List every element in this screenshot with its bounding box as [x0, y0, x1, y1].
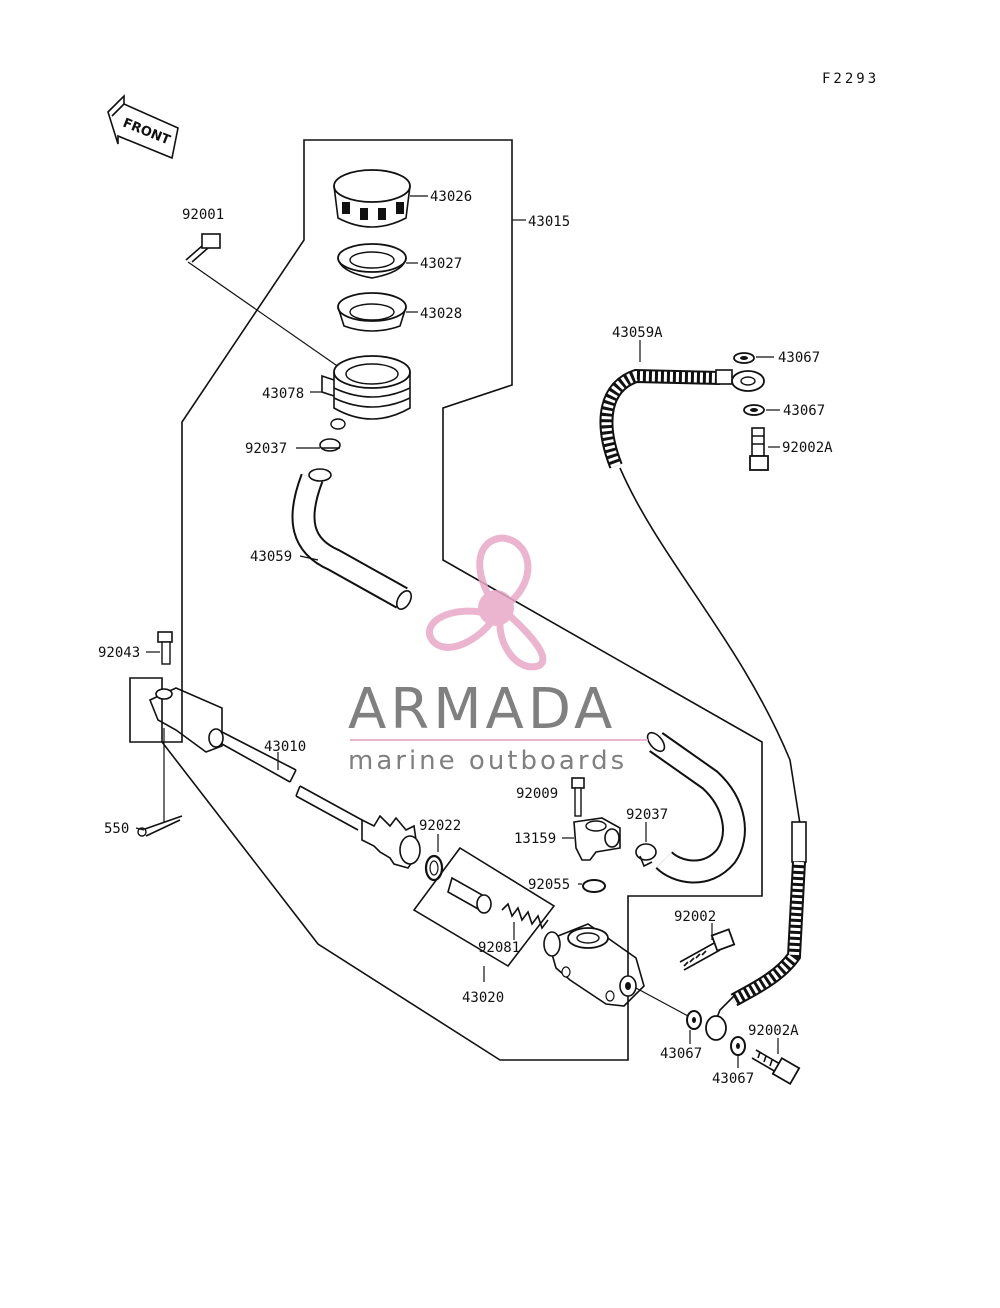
push-rod-clevis: [148, 687, 363, 831]
diaphragm: [337, 243, 407, 279]
piston: [447, 876, 492, 914]
washer-top-b: [743, 404, 765, 416]
reservoir-hose-lower: [646, 731, 746, 884]
label-43026: 43026: [430, 189, 472, 205]
diaphragm-plate: [337, 292, 407, 332]
armada-watermark: ARMADA marine outboards: [348, 534, 648, 776]
clevis-pin: [157, 631, 173, 665]
mounting-bolt: [679, 928, 736, 971]
brake-hose: [599, 368, 807, 1041]
label-92081: 92081: [478, 940, 520, 956]
label-92037-top: 92037: [245, 441, 287, 457]
reservoir-hose: [291, 468, 413, 610]
front-arrow-icon: FRONT: [107, 94, 179, 160]
label-43027: 43027: [420, 256, 462, 272]
dust-boot: [361, 814, 421, 869]
label-92002: 92002: [674, 909, 716, 925]
reservoir-cap: [333, 169, 411, 228]
hose-fitting: [573, 817, 621, 861]
label-43059: 43059: [250, 549, 292, 565]
watermark-brand: ARMADA: [348, 677, 616, 742]
label-43015: 43015: [528, 214, 570, 230]
label-43067-d: 43067: [712, 1071, 754, 1087]
washer-top-a: [733, 352, 755, 364]
front-label: FRONT: [121, 116, 173, 149]
label-43067-a: 43067: [778, 350, 820, 366]
label-43059A: 43059A: [612, 325, 663, 341]
banjo-bolt-top: [749, 427, 769, 471]
piston-kit-outline: [412, 846, 556, 968]
master-cylinder-body: [543, 923, 645, 1007]
label-550: 550: [104, 821, 129, 837]
hose-clamp-mid: [635, 843, 657, 868]
cotter-pin: [137, 815, 183, 837]
hose-clamp-top: [319, 438, 341, 452]
figure-code: F2293: [822, 71, 879, 87]
label-92043: 92043: [98, 645, 140, 661]
label-43010: 43010: [264, 739, 306, 755]
reservoir-tank: [321, 355, 411, 430]
watermark-tagline: marine outboards: [348, 746, 627, 776]
label-13159: 13159: [514, 831, 556, 847]
label-43020: 43020: [462, 990, 504, 1006]
circlip: [424, 854, 444, 882]
label-43067-c: 43067: [660, 1046, 702, 1062]
bolt-92009: [571, 777, 585, 817]
label-43078: 43078: [262, 386, 304, 402]
label-92002A-top: 92002A: [782, 440, 833, 456]
reservoir-assembly-outline: [129, 139, 763, 1061]
propeller-logo-icon: [426, 534, 547, 671]
label-92009: 92009: [516, 786, 558, 802]
return-spring: [501, 902, 549, 930]
washer-lower-b: [730, 1036, 746, 1056]
label-92055: 92055: [528, 877, 570, 893]
screw-92001: [185, 233, 221, 263]
label-92002A-bottom: 92002A: [748, 1023, 799, 1039]
banjo-bolt-bottom: [751, 1049, 801, 1086]
label-43067-b: 43067: [783, 403, 825, 419]
o-ring: [582, 879, 606, 893]
label-43028: 43028: [420, 306, 462, 322]
label-92037-mid: 92037: [626, 807, 668, 823]
washer-lower-a: [686, 1010, 702, 1030]
label-92001: 92001: [182, 207, 224, 223]
label-92022: 92022: [419, 818, 461, 834]
